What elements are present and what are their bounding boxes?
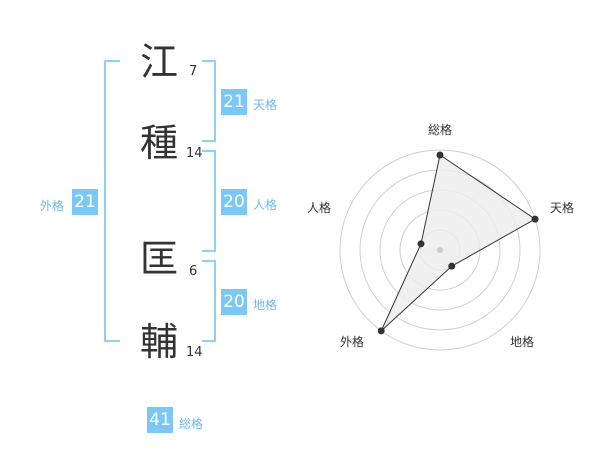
chikaku-label: 地格 — [253, 298, 278, 312]
radar-point-2 — [531, 215, 539, 223]
radar-ring-5 — [339, 149, 541, 351]
gaikaku-score: 21 — [72, 189, 98, 215]
stroke-count-1: 7 — [189, 64, 198, 79]
radar-axis-label-4: 外格 — [340, 334, 364, 349]
radar-axis-label-3: 地格 — [510, 334, 534, 349]
gaikaku-label: 外格 — [40, 199, 65, 213]
radar-axis-label-2: 天格 — [550, 200, 574, 215]
radar-point-3 — [448, 262, 456, 270]
radar-point-1 — [436, 151, 444, 159]
radar-area — [380, 154, 537, 332]
chikaku-score: 20 — [221, 289, 247, 315]
tenkaku-score: 21 — [221, 89, 247, 115]
chikaku-bracket — [202, 260, 216, 342]
soukaku-score: 41 — [147, 407, 173, 433]
name-char-3: 匡 — [140, 237, 179, 281]
tenkaku-label: 天格 — [253, 98, 278, 112]
tenkaku-bracket — [202, 60, 216, 142]
name-char-1: 江 — [140, 40, 179, 84]
name-char-4: 輔 — [140, 320, 179, 364]
gaikaku-bracket — [104, 60, 120, 342]
stroke-count-3: 6 — [189, 264, 198, 279]
radar-axis-label-5: 人格 — [307, 200, 331, 215]
jinkaku-score: 20 — [221, 189, 247, 215]
stroke-count-4: 14 — [186, 345, 203, 360]
name-char-2: 種 — [140, 121, 179, 165]
soukaku-label: 総格 — [179, 417, 204, 431]
radar-center-dot — [437, 247, 443, 253]
radar-point-5 — [417, 240, 425, 248]
stroke-count-2: 14 — [186, 146, 203, 161]
radar-point-4 — [377, 327, 385, 335]
jinkaku-bracket — [202, 150, 216, 252]
jinkaku-label: 人格 — [253, 198, 278, 212]
radar-axis-label-1: 総格 — [428, 122, 452, 137]
